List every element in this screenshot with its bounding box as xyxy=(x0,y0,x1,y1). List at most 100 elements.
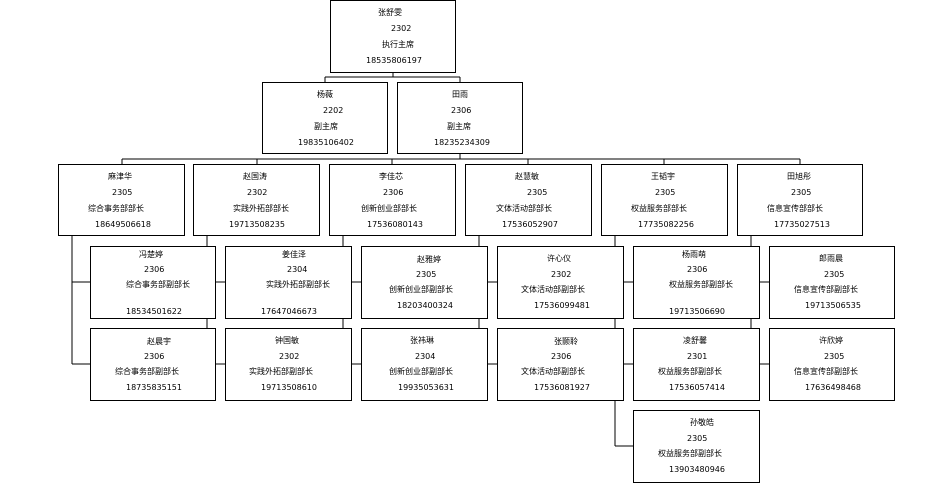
node-phone: 17636498468 xyxy=(805,383,861,392)
node-title: 综合事务部副部长 xyxy=(126,280,190,289)
node-room: 2305 xyxy=(687,434,708,443)
node-deputy-head: 许欣婷 2305 信息宣传部副部长 17636498468 xyxy=(769,328,895,401)
node-phone: 19935053631 xyxy=(398,383,454,392)
node-phone: 17536080143 xyxy=(367,220,423,229)
node-title: 信息宣传部副部长 xyxy=(794,367,858,376)
node-room: 2302 xyxy=(391,24,412,33)
node-title: 文体活动部副部长 xyxy=(521,285,585,294)
node-executive-chair: 张舒雯 2302 执行主席 18535806197 xyxy=(330,0,456,73)
node-name: 姜佳泽 xyxy=(282,250,306,259)
node-phone: 18535806197 xyxy=(366,56,422,65)
node-room: 2304 xyxy=(287,265,308,274)
node-room: 2301 xyxy=(687,352,708,361)
node-room: 2305 xyxy=(791,188,812,197)
node-phone: 17536052907 xyxy=(502,220,558,229)
node-phone: 17536081927 xyxy=(534,383,590,392)
node-name: 许心仪 xyxy=(547,254,571,263)
node-room: 2306 xyxy=(144,352,165,361)
node-name: 孙敬皓 xyxy=(690,418,714,427)
node-name: 杨薇 xyxy=(317,90,333,99)
node-name: 田旭彤 xyxy=(787,172,811,181)
node-title: 实践外拓部部长 xyxy=(233,204,289,213)
node-room: 2302 xyxy=(551,270,572,279)
node-department-head: 麻津华 2305 综合事务部部长 18649506618 xyxy=(58,164,185,236)
node-name: 王韬宇 xyxy=(651,172,675,181)
node-deputy-head: 孙敬皓 2305 权益服务部副部长 13903480946 xyxy=(633,410,760,483)
node-name: 张颢聆 xyxy=(554,337,578,346)
node-title: 权益服务部副部长 xyxy=(658,367,722,376)
node-title: 综合事务部部长 xyxy=(88,204,144,213)
node-room: 2302 xyxy=(247,188,268,197)
node-vice-chair: 杨薇 2202 副主席 19835106402 xyxy=(262,82,388,154)
node-title: 权益服务部部长 xyxy=(631,204,687,213)
node-name: 赵雅婷 xyxy=(417,255,441,264)
node-name: 郎雨晨 xyxy=(819,254,843,263)
node-room: 2305 xyxy=(824,270,845,279)
node-name: 李佳芯 xyxy=(379,172,403,181)
node-name: 田雨 xyxy=(452,90,468,99)
node-name: 冯楚婷 xyxy=(139,250,163,259)
node-phone: 19713506535 xyxy=(805,301,861,310)
node-deputy-head: 张祎琳 2304 创新创业部副部长 19935053631 xyxy=(361,328,488,401)
node-phone: 17536057414 xyxy=(669,383,725,392)
node-room: 2305 xyxy=(112,188,133,197)
node-room: 2306 xyxy=(144,265,165,274)
node-room: 2305 xyxy=(527,188,548,197)
node-deputy-head: 许心仪 2302 文体活动部副部长 17536099481 xyxy=(497,246,624,319)
node-name: 凌舒馨 xyxy=(683,336,707,345)
node-title: 权益服务部副部长 xyxy=(669,280,733,289)
node-phone: 18735835151 xyxy=(126,383,182,392)
node-name: 赵晨宇 xyxy=(147,337,171,346)
node-deputy-head: 赵晨宇 2306 综合事务部副部长 18735835151 xyxy=(90,328,216,401)
node-room: 2305 xyxy=(416,270,437,279)
node-title: 权益服务部副部长 xyxy=(658,449,722,458)
node-room: 2306 xyxy=(551,352,572,361)
node-phone: 18203400324 xyxy=(397,301,453,310)
node-title: 综合事务部副部长 xyxy=(115,367,179,376)
node-name: 张祎琳 xyxy=(410,336,434,345)
node-title: 文体活动部副部长 xyxy=(521,367,585,376)
node-room: 2306 xyxy=(451,106,472,115)
node-title: 创新创业部副部长 xyxy=(389,367,453,376)
node-deputy-head: 赵雅婷 2305 创新创业部副部长 18203400324 xyxy=(361,246,488,319)
node-deputy-head: 凌舒馨 2301 权益服务部副部长 17536057414 xyxy=(633,328,760,401)
node-department-head: 田旭彤 2305 信息宣传部部长 17735027513 xyxy=(737,164,863,236)
node-phone: 17536099481 xyxy=(534,301,590,310)
node-phone: 19835106402 xyxy=(298,138,354,147)
node-deputy-head: 张颢聆 2306 文体活动部副部长 17536081927 xyxy=(497,328,624,401)
node-name: 钟国敏 xyxy=(275,336,299,345)
node-phone: 19713506690 xyxy=(669,307,725,316)
node-title: 创新创业部部长 xyxy=(361,204,417,213)
node-name: 许欣婷 xyxy=(819,336,843,345)
node-name: 杨雨萌 xyxy=(682,250,706,259)
node-phone: 18235234309 xyxy=(434,138,490,147)
node-deputy-head: 姜佳泽 2304 实践外拓部副部长 17647046673 xyxy=(225,246,352,319)
node-deputy-head: 郎雨晨 2305 信息宣传部副部长 19713506535 xyxy=(769,246,895,319)
node-name: 麻津华 xyxy=(108,172,132,181)
node-department-head: 李佳芯 2306 创新创业部部长 17536080143 xyxy=(329,164,456,236)
node-title: 文体活动部部长 xyxy=(496,204,552,213)
node-title: 副主席 xyxy=(447,122,471,131)
node-room: 2202 xyxy=(323,106,344,115)
node-phone: 19713508235 xyxy=(229,220,285,229)
node-name: 赵国涛 xyxy=(243,172,267,181)
node-deputy-head: 杨雨萌 2306 权益服务部副部长 19713506690 xyxy=(633,246,760,319)
node-phone: 18649506618 xyxy=(95,220,151,229)
node-room: 2306 xyxy=(383,188,404,197)
node-room: 2306 xyxy=(687,265,708,274)
node-room: 2305 xyxy=(824,352,845,361)
node-title: 信息宣传部副部长 xyxy=(794,285,858,294)
node-phone: 19713508610 xyxy=(261,383,317,392)
node-phone: 13903480946 xyxy=(669,465,725,474)
node-title: 执行主席 xyxy=(382,40,414,49)
node-department-head: 赵国涛 2302 实践外拓部部长 19713508235 xyxy=(193,164,320,236)
node-title: 信息宣传部部长 xyxy=(767,204,823,213)
node-phone: 17735082256 xyxy=(638,220,694,229)
node-room: 2304 xyxy=(415,352,436,361)
node-phone: 17647046673 xyxy=(261,307,317,316)
node-name: 赵慧敏 xyxy=(515,172,539,181)
node-deputy-head: 钟国敏 2302 实践外拓部副部长 19713508610 xyxy=(225,328,352,401)
node-title: 实践外拓部副部长 xyxy=(266,280,330,289)
